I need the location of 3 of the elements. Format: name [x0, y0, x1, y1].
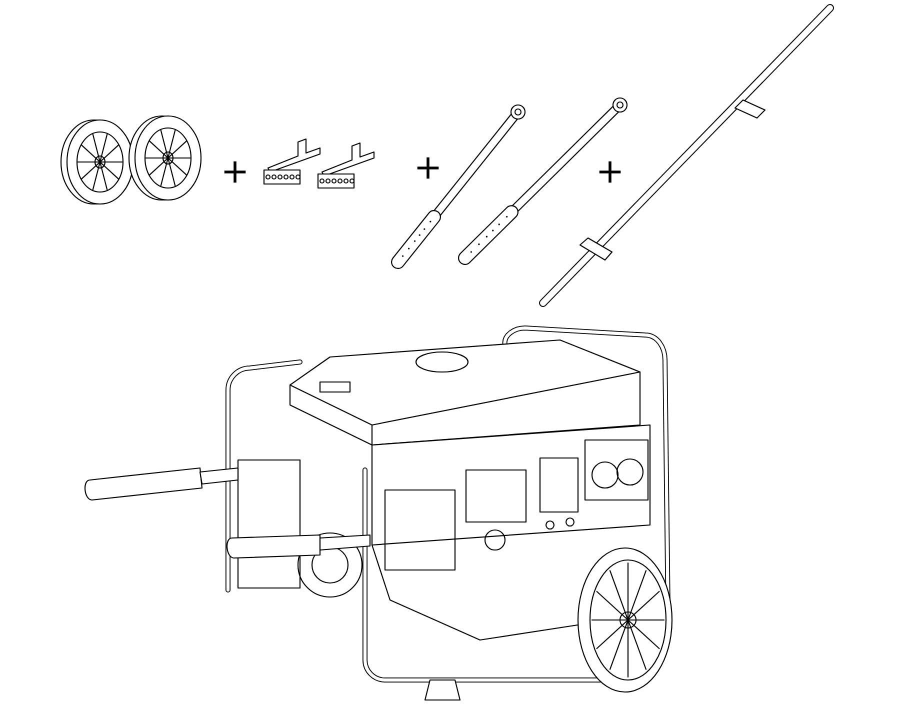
plus-sign: +: [599, 161, 621, 183]
plus-sign: +: [417, 157, 439, 179]
plus-sign: +: [224, 161, 246, 183]
